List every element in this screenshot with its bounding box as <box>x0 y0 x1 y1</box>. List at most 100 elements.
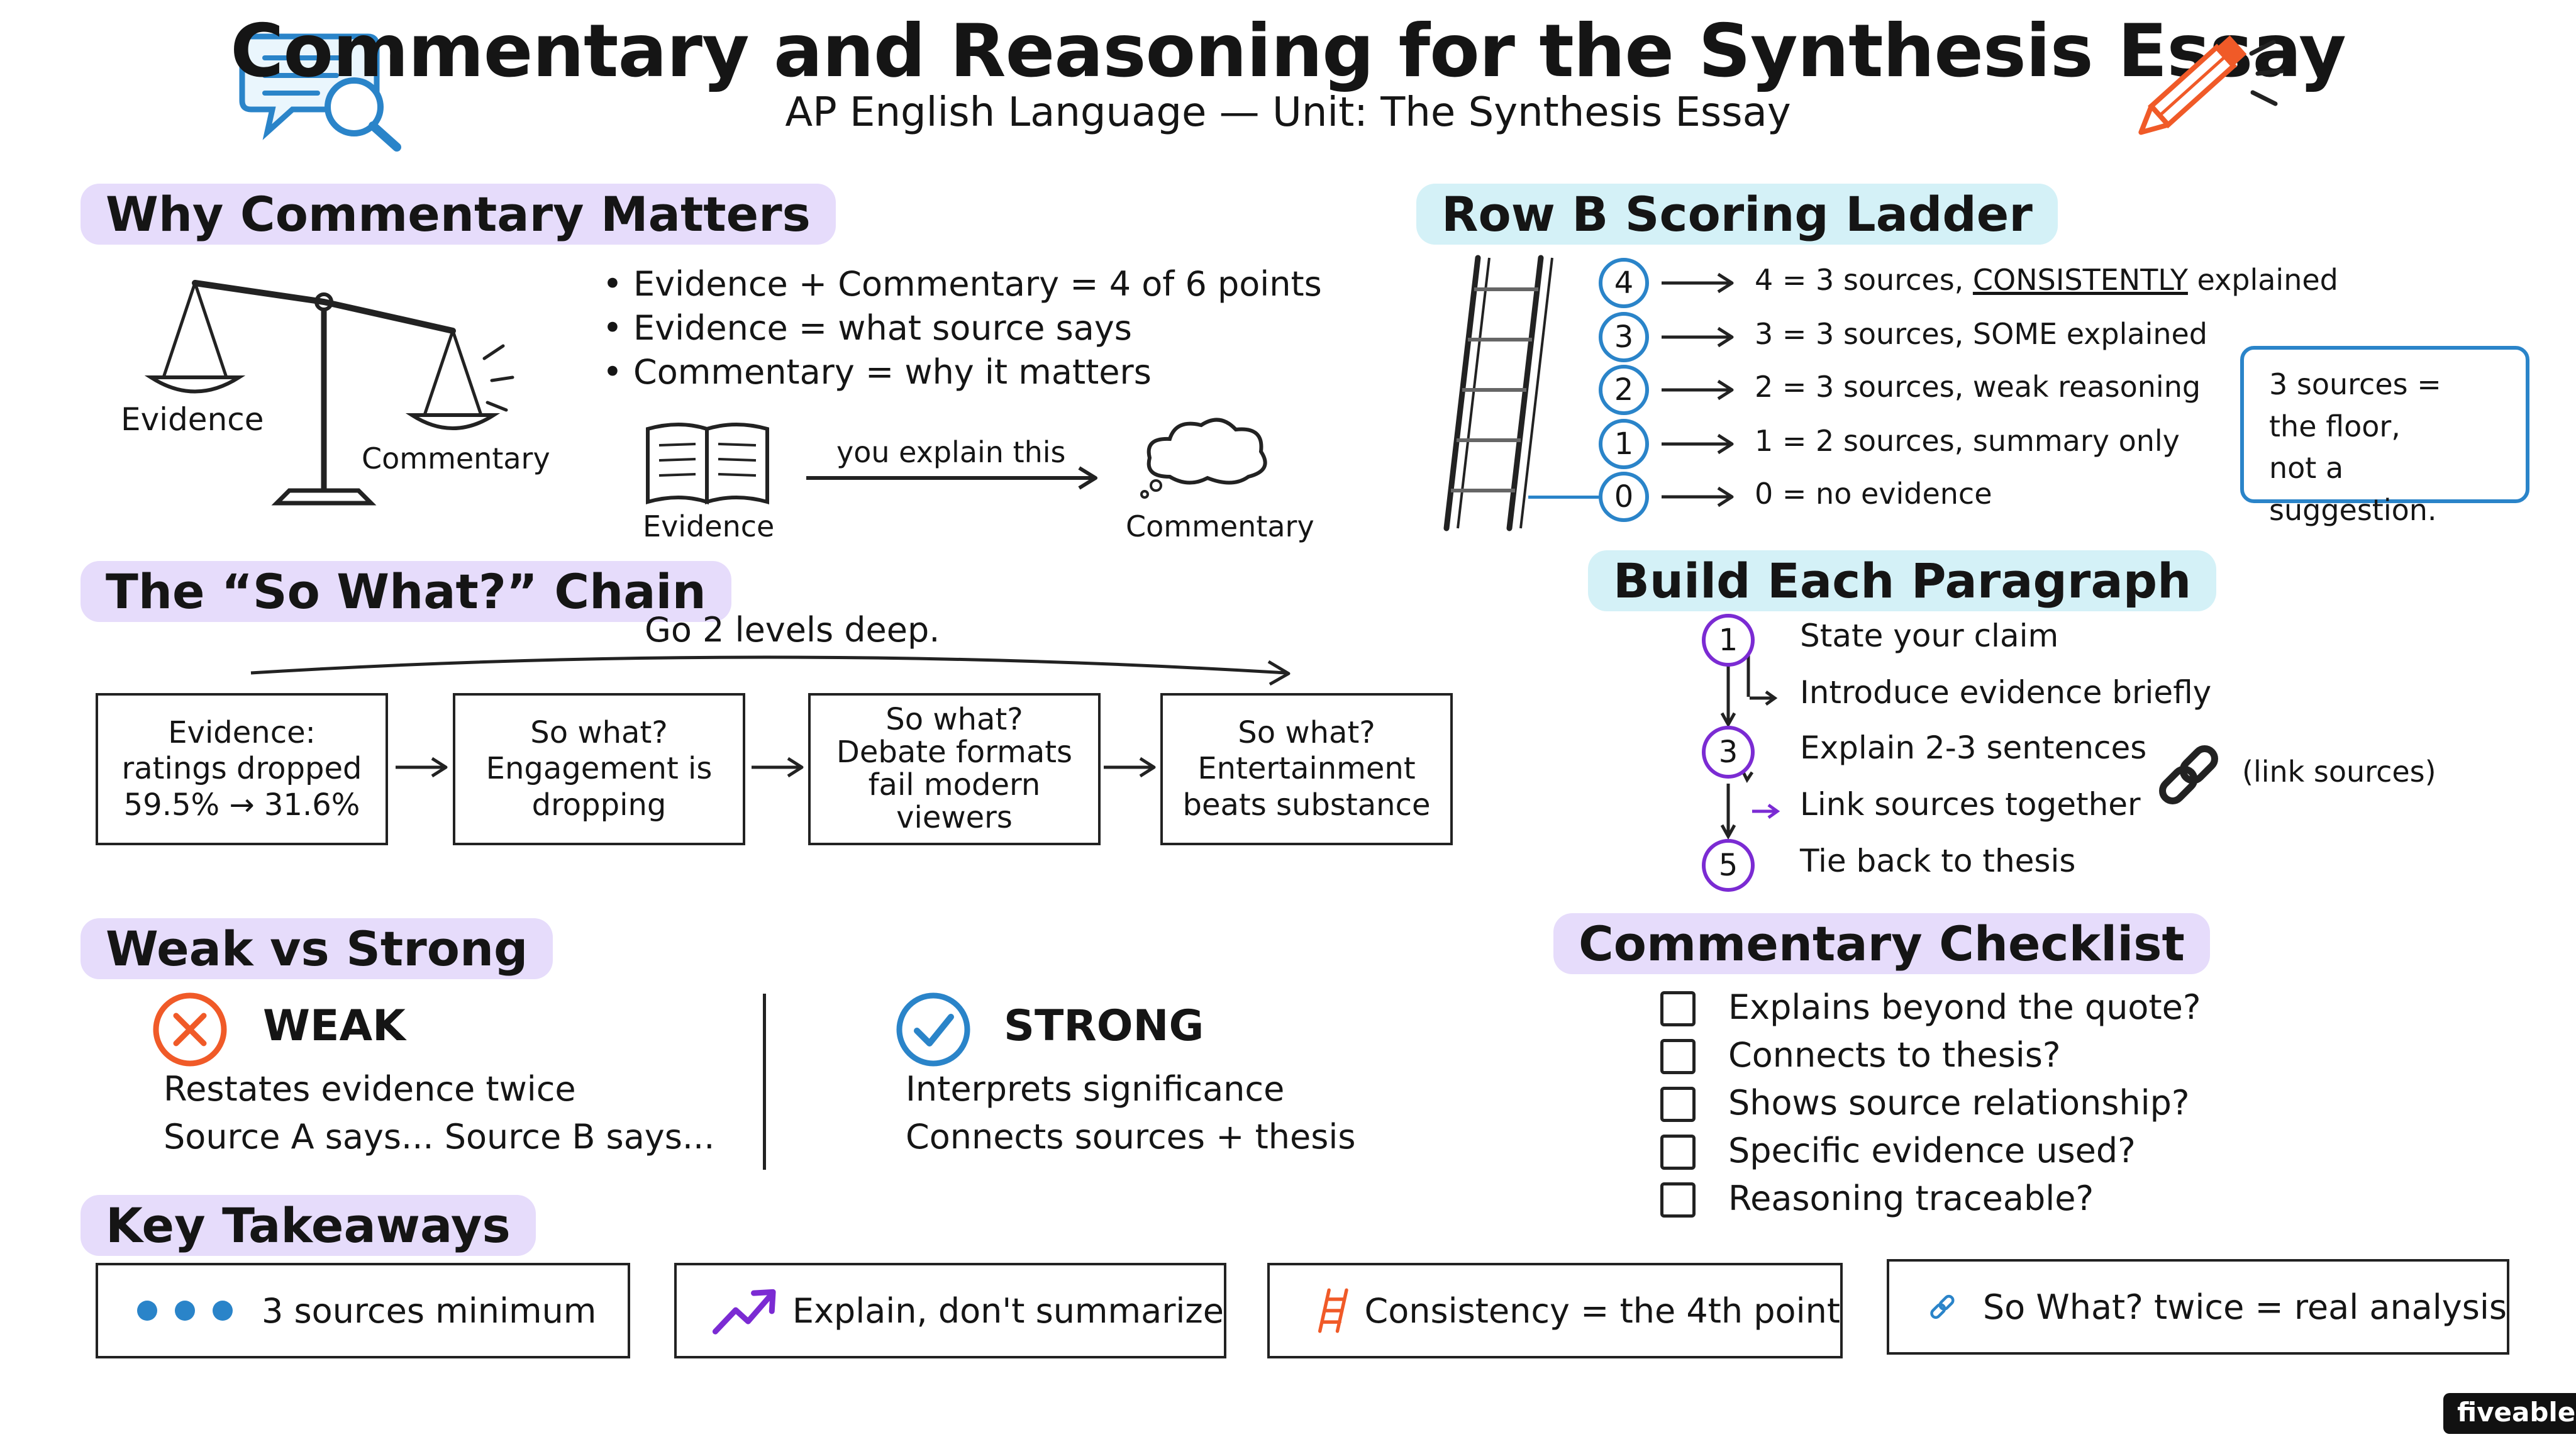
chain-box-line: ratings dropped <box>121 751 362 787</box>
build-step-text: Link sources together <box>1800 786 2141 823</box>
checklist-checkbox[interactable] <box>1660 1135 1696 1170</box>
checklist-item-label: Shows source relationship? <box>1728 1083 2190 1123</box>
page-title: Commentary and Reasoning for the Synthes… <box>230 9 2346 94</box>
ladder-arrow <box>1662 326 1734 348</box>
build-step-number: 1 <box>1702 614 1755 667</box>
close-circle-icon <box>153 992 227 1067</box>
ladder-arrow <box>1662 379 1734 401</box>
chain-heading: The “So What?” Chain <box>80 561 731 622</box>
takeaways-heading: Key Takeaways <box>80 1195 536 1256</box>
check-circle-icon <box>896 992 970 1067</box>
scale-label-commentary: Commentary <box>362 441 550 475</box>
cloud-label: Commentary <box>1126 509 1314 543</box>
takeaway-label: Explain, don't summarize <box>792 1291 1224 1331</box>
explain-arrow-label: you explain this <box>836 435 1066 469</box>
takeaway-card-sources: 3 sources minimum <box>96 1263 630 1358</box>
takeaway-card-so-what: So What? twice = real analysis <box>1887 1259 2509 1355</box>
ladder-heading: Row B Scoring Ladder <box>1416 184 2058 245</box>
chat-search-icon <box>239 33 401 152</box>
balance-scale-icon <box>144 280 514 506</box>
ladder-row-text: 2 = 3 sources, weak reasoning <box>1755 370 2201 404</box>
why-bullet-1: • Evidence + Commentary = 4 of 6 points <box>602 264 1322 304</box>
weak-title: WEAK <box>263 1001 406 1051</box>
ladder-row-text: 3 = 3 sources, SOME explained <box>1755 317 2207 351</box>
takeaway-card-explain: Explain, don't summarize <box>674 1263 1226 1358</box>
chain-box-line: Engagement is <box>486 751 713 787</box>
ladder-arrow <box>1662 272 1734 294</box>
dots-icon <box>137 1301 233 1321</box>
page-subtitle: AP English Language — Unit: The Synthesi… <box>785 89 1791 136</box>
build-heading: Build Each Paragraph <box>1588 550 2217 611</box>
ladder-score-circle: 3 <box>1599 312 1649 362</box>
explain-arrow <box>806 466 1097 490</box>
why-heading: Why Commentary Matters <box>80 184 836 245</box>
weak-line-1: Restates evidence twice <box>164 1069 576 1109</box>
ladder-score-circle: 0 <box>1599 472 1649 522</box>
checklist-checkbox[interactable] <box>1660 991 1696 1026</box>
weak-strong-divider <box>763 994 766 1170</box>
checklist-checkbox[interactable] <box>1660 1039 1696 1074</box>
chain-box-so-what-1: So what? Engagement is dropping <box>453 693 745 845</box>
chain-arc-arrow <box>250 655 1291 686</box>
ladder-row-suffix: explained <box>2187 263 2338 297</box>
trend-up-icon <box>712 1289 776 1335</box>
why-bullet-2: • Evidence = what source says <box>602 308 1132 348</box>
ladder-small-icon <box>1318 1288 1348 1333</box>
takeaway-label: So What? twice = real analysis <box>1982 1287 2507 1327</box>
chain-box-line: fail modern <box>868 767 1041 802</box>
chain-box-so-what-3: So what? Entertainment beats substance <box>1160 693 1453 845</box>
note-line: not a suggestion. <box>2269 451 2437 528</box>
chain-box-line: Entertainment <box>1197 751 1416 787</box>
chain-box-line: So what? <box>530 714 668 750</box>
checklist-heading: Commentary Checklist <box>1553 913 2210 974</box>
chain-box-line: dropping <box>531 787 667 823</box>
chain-box-line: Evidence: <box>168 714 316 750</box>
pencil-icon <box>2138 35 2284 135</box>
ladder-score-circle: 2 <box>1599 365 1649 415</box>
takeaway-label: Consistency = the 4th point <box>1364 1291 1840 1331</box>
note-line: 3 sources = <box>2269 367 2441 401</box>
note-line: the floor, <box>2269 409 2401 443</box>
checklist-checkbox[interactable] <box>1660 1182 1696 1218</box>
takeaway-label: 3 sources minimum <box>262 1291 597 1331</box>
checklist-item-label: Specific evidence used? <box>1728 1131 2136 1170</box>
ladder-score-circle: 1 <box>1599 419 1649 469</box>
build-step-number: 5 <box>1702 839 1755 892</box>
ladder-score-circle: 4 <box>1599 258 1649 308</box>
ladder-base-line <box>1528 496 1599 499</box>
build-step-text: Introduce evidence briefly <box>1800 674 2212 711</box>
strong-line-1: Interprets significance <box>906 1069 1285 1109</box>
takeaway-card-consistency: Consistency = the 4th point <box>1267 1263 1843 1358</box>
chain-arc-label: Go 2 levels deep. <box>645 610 940 650</box>
weak-line-2: Source A says... Source B says... <box>164 1117 715 1157</box>
chain-box-line: So what? <box>886 702 1023 738</box>
chain-box-line: Debate formats <box>836 735 1073 770</box>
link-icon <box>2159 745 2218 804</box>
ladder-arrow <box>1662 486 1734 508</box>
chain-box-so-what-2: So what? Debate formats fail modern view… <box>808 693 1101 845</box>
chain-box-line: viewers <box>896 799 1013 835</box>
book-icon <box>646 423 769 505</box>
ladder-row-prefix: 3 = 3 sources, SOME explained <box>1755 317 2208 351</box>
checklist-item-label: Connects to thesis? <box>1728 1035 2061 1075</box>
strong-title: STRONG <box>1004 1001 1204 1051</box>
ladder-arrow <box>1662 433 1734 455</box>
ladder-row-text: 0 = no evidence <box>1755 477 1992 511</box>
link-icon <box>1930 1294 1955 1319</box>
ladder-row-prefix: 1 = 2 sources, summary only <box>1755 424 2180 458</box>
chain-box-line: So what? <box>1238 714 1375 750</box>
chain-box-evidence: Evidence: ratings dropped 59.5% → 31.6% <box>96 693 388 845</box>
ladder-row-text: 1 = 2 sources, summary only <box>1755 424 2180 458</box>
ladder-icon <box>1443 255 1553 531</box>
fiveable-logo: fiveable <box>2443 1393 2576 1434</box>
scale-label-evidence: Evidence <box>121 401 264 438</box>
ladder-note: 3 sources = the floor, not a suggestion. <box>2240 346 2529 527</box>
build-step-text: Tie back to thesis <box>1800 843 2076 879</box>
ladder-row-text: 4 = 3 sources, CONSISTENTLY explained <box>1755 263 2338 297</box>
ladder-row-prefix: 0 = no evidence <box>1755 477 1992 511</box>
ladder-row-prefix: 2 = 3 sources, weak reasoning <box>1755 370 2201 404</box>
checklist-checkbox[interactable] <box>1660 1087 1696 1122</box>
checklist-item-label: Reasoning traceable? <box>1728 1179 2094 1218</box>
link-sources-label: (link sources) <box>2242 755 2436 789</box>
strong-line-2: Connects sources + thesis <box>906 1117 1356 1157</box>
